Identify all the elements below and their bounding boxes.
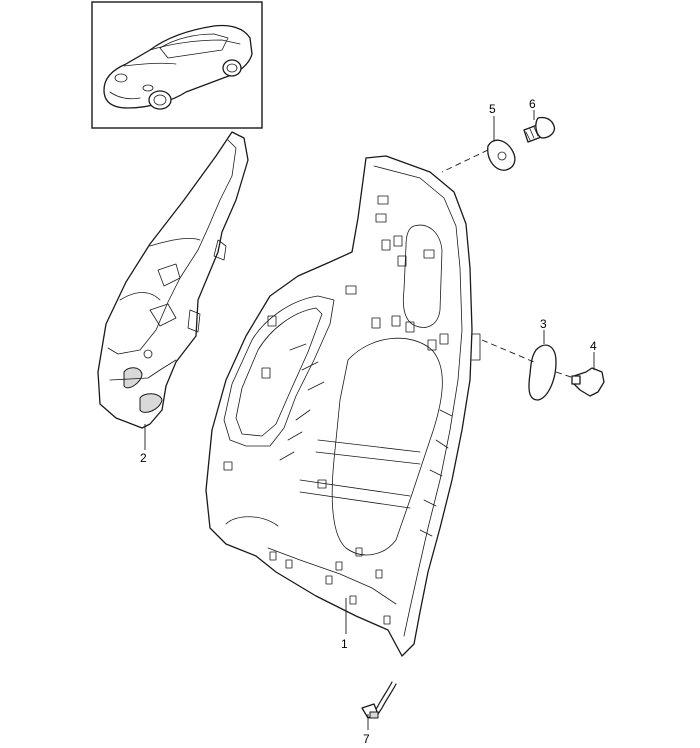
vehicle-thumbnail — [91, 1, 263, 129]
callout-2: 2 — [140, 451, 147, 465]
part-seat-back-shell — [205, 155, 481, 657]
callout-7: 7 — [363, 732, 370, 746]
part-washer — [487, 139, 516, 171]
part-bolt — [523, 116, 556, 143]
part-side-panel — [97, 131, 249, 429]
part-cover — [528, 344, 557, 401]
assembly-line-4 — [555, 371, 575, 379]
callout-4: 4 — [590, 339, 597, 353]
callout-3: 3 — [540, 317, 547, 331]
callout-6: 6 — [529, 97, 536, 111]
part-cable — [361, 681, 397, 719]
callout-5: 5 — [489, 102, 496, 116]
car-thumbnail-icon — [103, 24, 253, 110]
callout-1: 1 — [341, 637, 348, 651]
shell-clips — [223, 195, 449, 625]
assembly-line-5 — [441, 149, 489, 173]
assembly-line-3 — [481, 339, 535, 363]
part-knob — [571, 367, 605, 397]
